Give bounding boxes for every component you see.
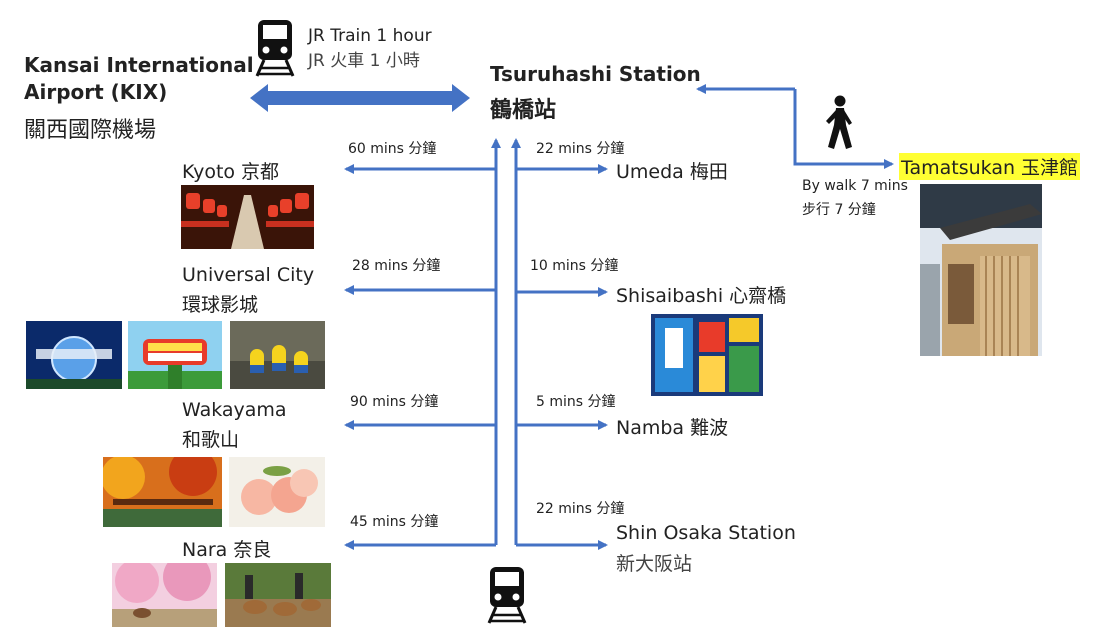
- tamatsukan-photo: [920, 184, 1042, 356]
- time-kyoto: 60 mins 分鐘: [348, 141, 437, 157]
- wakayama-autumn-photo: [103, 457, 222, 527]
- train-icon: [255, 20, 295, 77]
- walk-time-en: By walk 7 mins: [802, 178, 908, 194]
- dest-shinsaibashi: Shisaibashi 心齋橋: [616, 285, 787, 307]
- dest-wakayama: Wakayama: [182, 399, 287, 421]
- dest-shin-osaka-cjk: 新大阪站: [616, 553, 693, 575]
- time-shinsaibashi: 10 mins 分鐘: [530, 258, 619, 274]
- dest-namba: Namba 難波: [616, 417, 729, 439]
- time-umeda: 22 mins 分鐘: [536, 141, 625, 157]
- dest-universal-cjk: 環球影城: [182, 294, 259, 316]
- nara-deer-photo: [225, 563, 331, 627]
- dest-nara: Nara 奈良: [182, 539, 272, 561]
- dest-universal: Universal City: [182, 264, 315, 286]
- tamatsukan-label: Tamatsukan 玉津館: [899, 153, 1081, 180]
- kix-line2: Airport (KIX): [24, 80, 168, 104]
- kix-double-arrow: [250, 84, 470, 112]
- universal-globe-photo: [26, 321, 122, 389]
- train-icon: [487, 567, 527, 624]
- kix-cjk: 關西國際機場: [24, 118, 157, 143]
- shinsaibashi-photo: [651, 314, 763, 396]
- tsuruhashi-cjk: 鶴橋站: [490, 98, 557, 123]
- nintendo-world-photo: [128, 321, 222, 389]
- time-shin-osaka: 22 mins 分鐘: [536, 501, 625, 517]
- kix-line1: Kansai International: [24, 53, 254, 77]
- wakayama-peach-photo: [229, 457, 325, 527]
- dest-kyoto: Kyoto 京都: [182, 161, 280, 183]
- nara-cherry-photo: [112, 563, 217, 627]
- time-wakayama: 90 mins 分鐘: [350, 394, 439, 410]
- jr-train-cjk: JR 火車 1 小時: [308, 51, 420, 71]
- arrow-walk-to-tamatsukan: [793, 89, 894, 169]
- jr-train-en: JR Train 1 hour: [308, 26, 432, 46]
- jr-train-label: JR Train 1 hour JR 火車 1 小時: [308, 24, 432, 74]
- time-universal: 28 mins 分鐘: [352, 258, 441, 274]
- time-nara: 45 mins 分鐘: [350, 514, 439, 530]
- dest-wakayama-cjk: 和歌山: [182, 429, 240, 451]
- kyoto-photo: [181, 185, 314, 249]
- minions-photo: [230, 321, 325, 389]
- tsuruhashi-station-label: Tsuruhashi Station: [490, 62, 701, 86]
- walk-time-cjk: 步行 7 分鐘: [802, 202, 876, 218]
- walking-person-icon: [826, 95, 852, 149]
- dest-shin-osaka: Shin Osaka Station: [616, 522, 796, 544]
- dest-umeda: Umeda 梅田: [616, 161, 728, 183]
- time-namba: 5 mins 分鐘: [536, 394, 616, 410]
- kix-label: Kansai International Airport (KIX): [24, 52, 254, 106]
